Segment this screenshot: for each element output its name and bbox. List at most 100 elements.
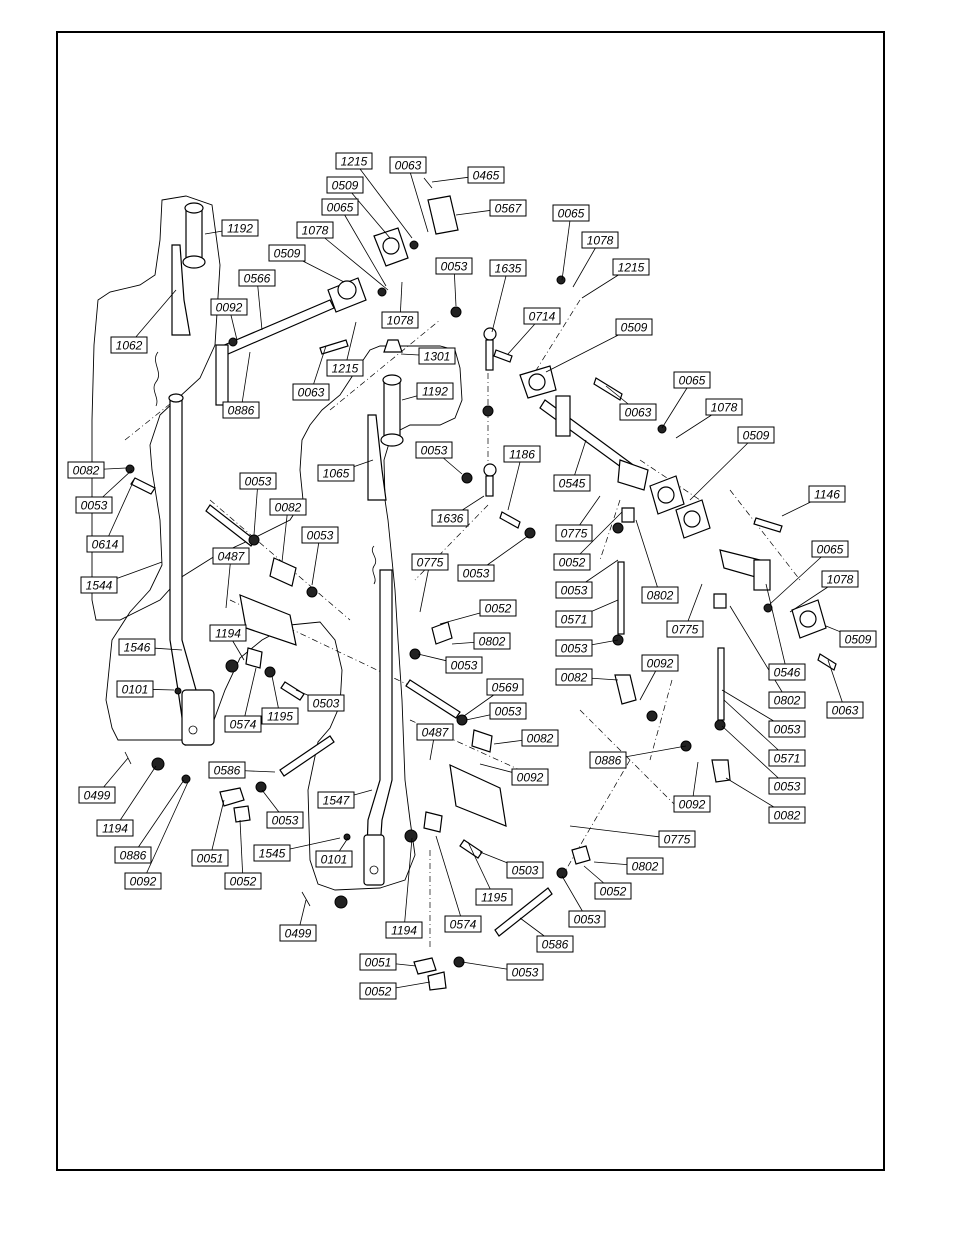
callout-text: 0586 <box>542 938 569 952</box>
part-callout-0775: 0775 <box>555 524 593 542</box>
callout-text: 1547 <box>323 794 351 808</box>
callout-text: 1186 <box>509 448 535 462</box>
part-callout-0487: 0487 <box>416 723 454 741</box>
callout-box <box>467 166 505 184</box>
part-callout-0802: 0802 <box>641 586 679 604</box>
callout-text: 0886 <box>595 754 622 768</box>
callout-box <box>317 464 355 482</box>
callout-text: 0082 <box>73 464 100 478</box>
leader-line <box>765 583 786 665</box>
callout-box <box>292 383 330 401</box>
callout-box <box>594 882 632 900</box>
callout-text: 0092 <box>130 875 157 889</box>
diagram-frame <box>56 31 885 1171</box>
part-callout-0545: 0545 <box>553 474 591 492</box>
leader-line <box>467 841 491 890</box>
part-callout-0101: 0101 <box>315 850 353 868</box>
part-callout-0465: 0465 <box>467 166 505 184</box>
callout-text: 1215 <box>341 155 368 169</box>
part-callout-0065: 0065 <box>321 198 359 216</box>
callout-text: 1194 <box>215 627 241 641</box>
leader-line <box>479 763 513 773</box>
part-callout-0586: 0586 <box>536 935 574 953</box>
part-callout-0546: 0546 <box>768 663 806 681</box>
callout-text: 0509 <box>743 429 770 443</box>
leader-line <box>569 825 660 838</box>
leader-line <box>579 511 623 555</box>
part-callout-1078: 1078 <box>581 231 619 249</box>
leader-line <box>404 837 413 923</box>
part-callout-0571: 0571 <box>768 749 806 767</box>
callout-text: 0567 <box>495 202 523 216</box>
callout-text: 0052 <box>559 556 586 570</box>
leader-line <box>561 220 571 281</box>
part-callout-0053: 0053 <box>415 441 453 459</box>
leader-line <box>281 514 288 563</box>
part-callout-1146: 1146 <box>808 485 846 503</box>
callout-text: 1545 <box>259 847 286 861</box>
part-callout-0775: 0775 <box>658 830 696 848</box>
callout-text: 1192 <box>227 222 253 236</box>
callout-box <box>296 221 334 239</box>
rod-ends <box>483 327 731 783</box>
part-callout-0082: 0082 <box>521 729 559 747</box>
part-callout-1636: 1636 <box>431 509 469 527</box>
part-callout-0499: 0499 <box>78 786 116 804</box>
callout-box <box>321 198 359 216</box>
part-callout-1078: 1078 <box>821 570 859 588</box>
part-callout-0775: 0775 <box>666 620 704 638</box>
callout-box <box>555 581 593 599</box>
leader-line <box>581 274 619 299</box>
leader-line <box>417 653 447 662</box>
callout-box <box>673 371 711 389</box>
callout-box <box>335 152 373 170</box>
leader-line <box>454 273 457 307</box>
callout-box <box>553 553 591 571</box>
callout-box <box>768 663 806 681</box>
part-callout-0714: 0714 <box>523 307 561 325</box>
part-callout-1545: 1545 <box>253 844 291 862</box>
callout-box <box>116 680 154 698</box>
leader-line <box>461 961 508 970</box>
left-shift-lever-1544 <box>168 393 215 746</box>
leader-line <box>507 461 521 511</box>
leader-line <box>299 899 307 926</box>
callout-box <box>666 620 704 638</box>
upper-shaft-0566 <box>215 277 367 406</box>
callout-box <box>96 819 134 837</box>
callout-text: 0053 <box>81 499 108 513</box>
callout-text: 0509 <box>332 179 359 193</box>
part-callout-0053: 0053 <box>768 777 806 795</box>
leader-line <box>687 583 703 622</box>
leader-line <box>253 488 258 536</box>
callout-box <box>473 632 511 650</box>
callout-text: 0063 <box>395 159 422 173</box>
callout-box <box>641 654 679 672</box>
callout-box <box>435 257 473 275</box>
center-knob-1192 <box>367 339 404 501</box>
part-callout-0053: 0053 <box>266 811 304 829</box>
callout-text: 0509 <box>621 321 648 335</box>
callout-text: 1301 <box>424 350 451 364</box>
callout-box <box>381 311 419 329</box>
part-callout-0509: 0509 <box>615 318 653 336</box>
callout-box <box>431 509 469 527</box>
right-shaft-0545 <box>519 365 649 491</box>
part-callout-0092: 0092 <box>641 654 679 672</box>
leader-line <box>119 765 157 821</box>
callout-text: 0053 <box>307 529 334 543</box>
callout-box <box>705 398 743 416</box>
callout-text: 1062 <box>116 339 143 353</box>
leader-line <box>721 725 779 779</box>
callout-text: 0499 <box>84 789 111 803</box>
part-callout-0802: 0802 <box>626 857 664 875</box>
part-callout-0092: 0092 <box>511 768 549 786</box>
leader-line <box>561 875 583 912</box>
callout-box <box>78 786 116 804</box>
callout-box <box>641 586 679 604</box>
callout-box <box>315 850 353 868</box>
callout-box <box>523 307 561 325</box>
callout-box <box>555 639 593 657</box>
callout-box <box>511 768 549 786</box>
callout-text: 0574 <box>450 918 477 932</box>
